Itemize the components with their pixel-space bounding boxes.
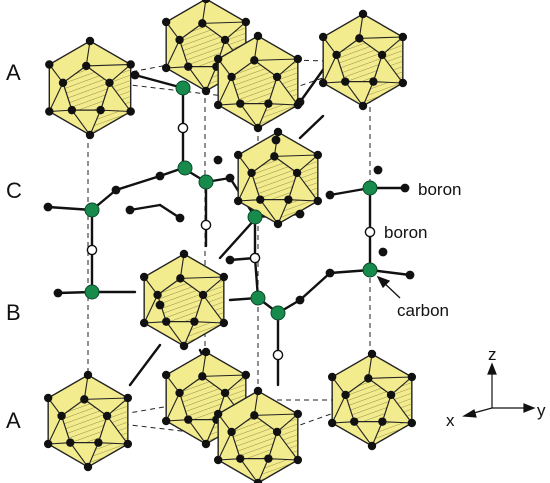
boron-open-atom-1 <box>86 244 98 256</box>
boron-atom-7 <box>225 255 235 265</box>
label-carbon: carbon <box>397 301 449 320</box>
boron-atom-20 <box>295 97 305 107</box>
carbon-atom-2 <box>198 174 214 190</box>
bond-30 <box>128 343 162 387</box>
icosahedron-a-bottom-right <box>327 349 417 451</box>
icosahedron-a-bottom-left <box>43 370 133 472</box>
coordinate-axes-icon <box>462 362 536 418</box>
boron-atom-19 <box>155 300 165 310</box>
boron-atom-10 <box>405 270 415 280</box>
boron-atom-18 <box>271 135 281 145</box>
boron-atom-17 <box>175 213 185 223</box>
label-boron-upper: boron <box>418 180 461 199</box>
boron-open-atom-5 <box>272 349 284 361</box>
axis-label-z: z <box>488 345 497 364</box>
layer-label-a-top: A <box>6 60 21 85</box>
carbon-atom-1 <box>177 160 193 176</box>
layer-label-b: B <box>6 300 21 325</box>
axis-label-x: x <box>446 411 455 430</box>
icosahedron-a-bottom-front <box>213 386 303 483</box>
carbon-atom-5 <box>84 284 100 300</box>
atoms-group <box>43 70 415 361</box>
boron-atom-13 <box>373 165 383 175</box>
icosahedra-group <box>43 0 417 483</box>
bond-20 <box>298 271 332 302</box>
icosahedron-a-top-left <box>45 36 135 140</box>
carbon-atom-3 <box>84 202 100 218</box>
carbon-atom-8 <box>362 262 378 278</box>
boron-atom-11 <box>400 183 410 193</box>
label-boron-lower: boron <box>384 223 427 242</box>
boron-atom-2 <box>130 70 140 80</box>
icosahedron-c-center <box>233 127 323 229</box>
icosahedron-a-top-right <box>318 9 408 111</box>
carbon-atom-7 <box>270 305 286 321</box>
boron-open-atom-0 <box>177 122 189 134</box>
boron-open-atom-2 <box>200 219 212 231</box>
boron-atom-8 <box>295 295 305 305</box>
boron-atom-6 <box>295 209 305 219</box>
boron-atom-3 <box>155 171 165 181</box>
icosahedron-a-top-front <box>213 31 303 133</box>
boron-atom-5 <box>225 173 235 183</box>
bond-34 <box>298 114 325 140</box>
boron-atom-0 <box>43 202 53 212</box>
boron-open-atom-4 <box>364 226 376 238</box>
boron-atom-4 <box>111 185 121 195</box>
layer-label-c: C <box>6 178 22 203</box>
boron-atom-12 <box>325 190 335 200</box>
carbon-atom-6 <box>250 290 266 306</box>
bond-0 <box>133 73 185 90</box>
boron-atom-15 <box>213 155 223 165</box>
icosahedron-b-center <box>139 249 229 351</box>
boron-atom-14 <box>378 247 388 257</box>
boron-atom-1 <box>53 288 63 298</box>
boron-open-atom-3 <box>249 252 261 264</box>
carbon-atom-4 <box>247 209 263 225</box>
bond-35 <box>218 216 258 260</box>
carbon-pointer-arrow <box>376 275 401 299</box>
bond-5 <box>114 174 162 192</box>
boron-atom-9 <box>325 268 335 278</box>
bond-36 <box>128 203 162 212</box>
axis-label-y: y <box>537 401 546 420</box>
layer-label-a-bottom: A <box>6 408 21 433</box>
carbon-atom-0 <box>175 80 191 96</box>
boron-atom-16 <box>125 205 135 215</box>
carbon-atom-9 <box>362 180 378 196</box>
